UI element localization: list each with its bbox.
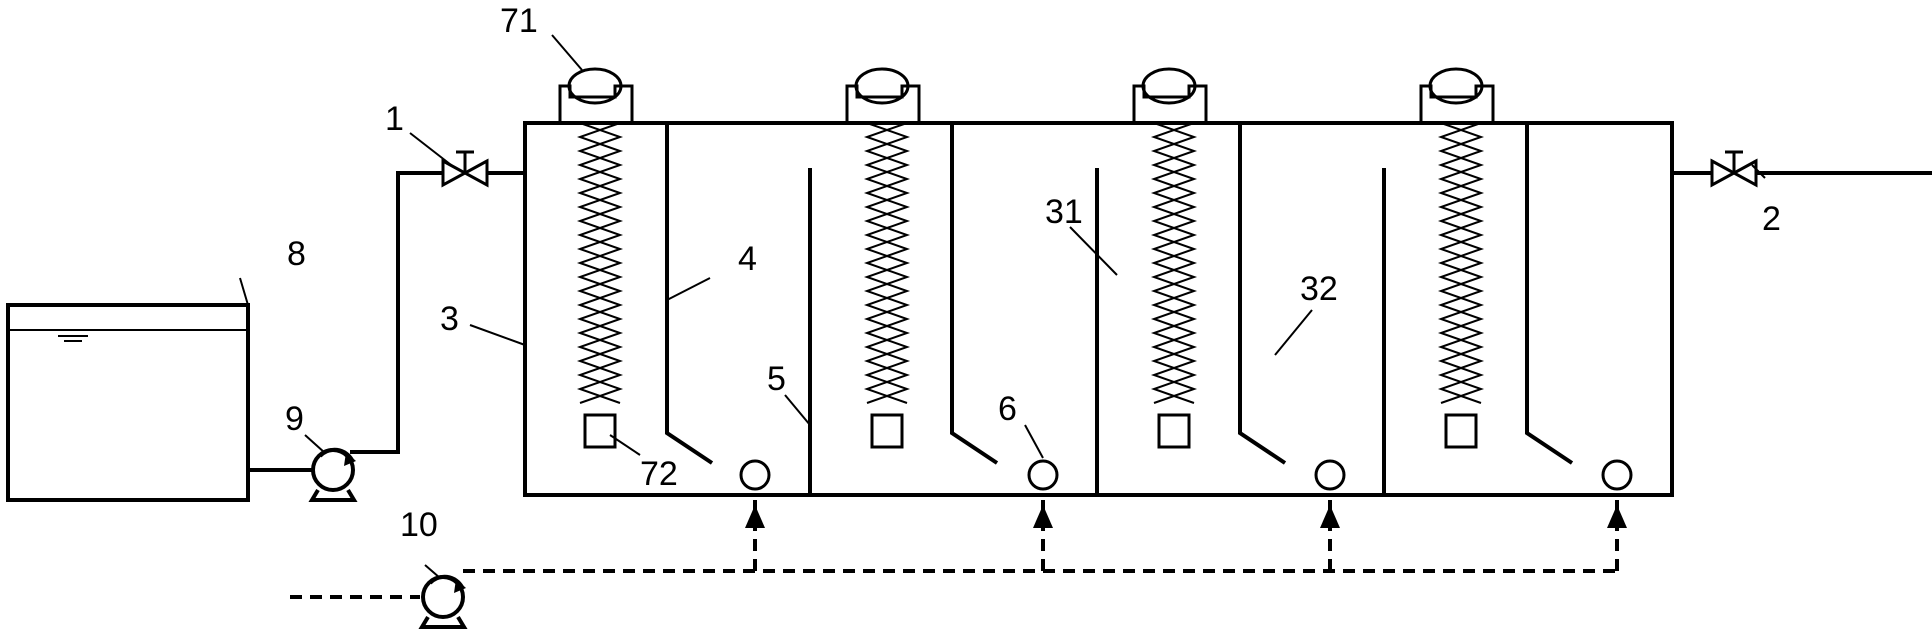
label-10: 10 <box>400 506 438 544</box>
label-2: 2 <box>1762 200 1781 238</box>
label-72: 72 <box>640 455 678 493</box>
label-5: 5 <box>767 360 786 398</box>
motor-unit <box>845 67 921 123</box>
motor-unit <box>558 67 634 123</box>
feed-pipe <box>248 171 525 472</box>
label-3: 3 <box>440 300 459 338</box>
feed-pump <box>308 447 358 502</box>
helical-shaft <box>576 122 624 449</box>
label-4: 4 <box>738 240 757 278</box>
aerators <box>739 459 1633 491</box>
storage-tank <box>6 303 250 502</box>
label-8: 8 <box>287 235 306 273</box>
label-1: 1 <box>385 100 404 138</box>
inlet-valve <box>441 150 489 188</box>
baffles <box>665 123 1574 465</box>
label-32: 32 <box>1300 270 1338 308</box>
helical-shaft <box>863 122 911 449</box>
label-9: 9 <box>285 400 304 438</box>
shaft-end-cap <box>870 413 904 449</box>
motor-housings <box>558 67 1495 123</box>
air-supply <box>290 500 1627 629</box>
shaft-end-cap <box>1444 413 1478 449</box>
leader-lines <box>239 34 1766 579</box>
label-31: 31 <box>1045 193 1083 231</box>
motor-unit <box>1132 67 1208 123</box>
shaft-end-cap <box>583 413 617 449</box>
helical-shafts <box>576 122 1485 449</box>
label-6: 6 <box>998 390 1017 428</box>
motor-unit <box>1419 67 1495 123</box>
helical-shaft <box>1150 122 1198 449</box>
chamber-dividers <box>808 168 1386 495</box>
helical-shaft <box>1437 122 1485 449</box>
label-71: 71 <box>500 2 538 40</box>
outlet-valve <box>1672 150 1932 188</box>
shaft-end-cap <box>1157 413 1191 449</box>
